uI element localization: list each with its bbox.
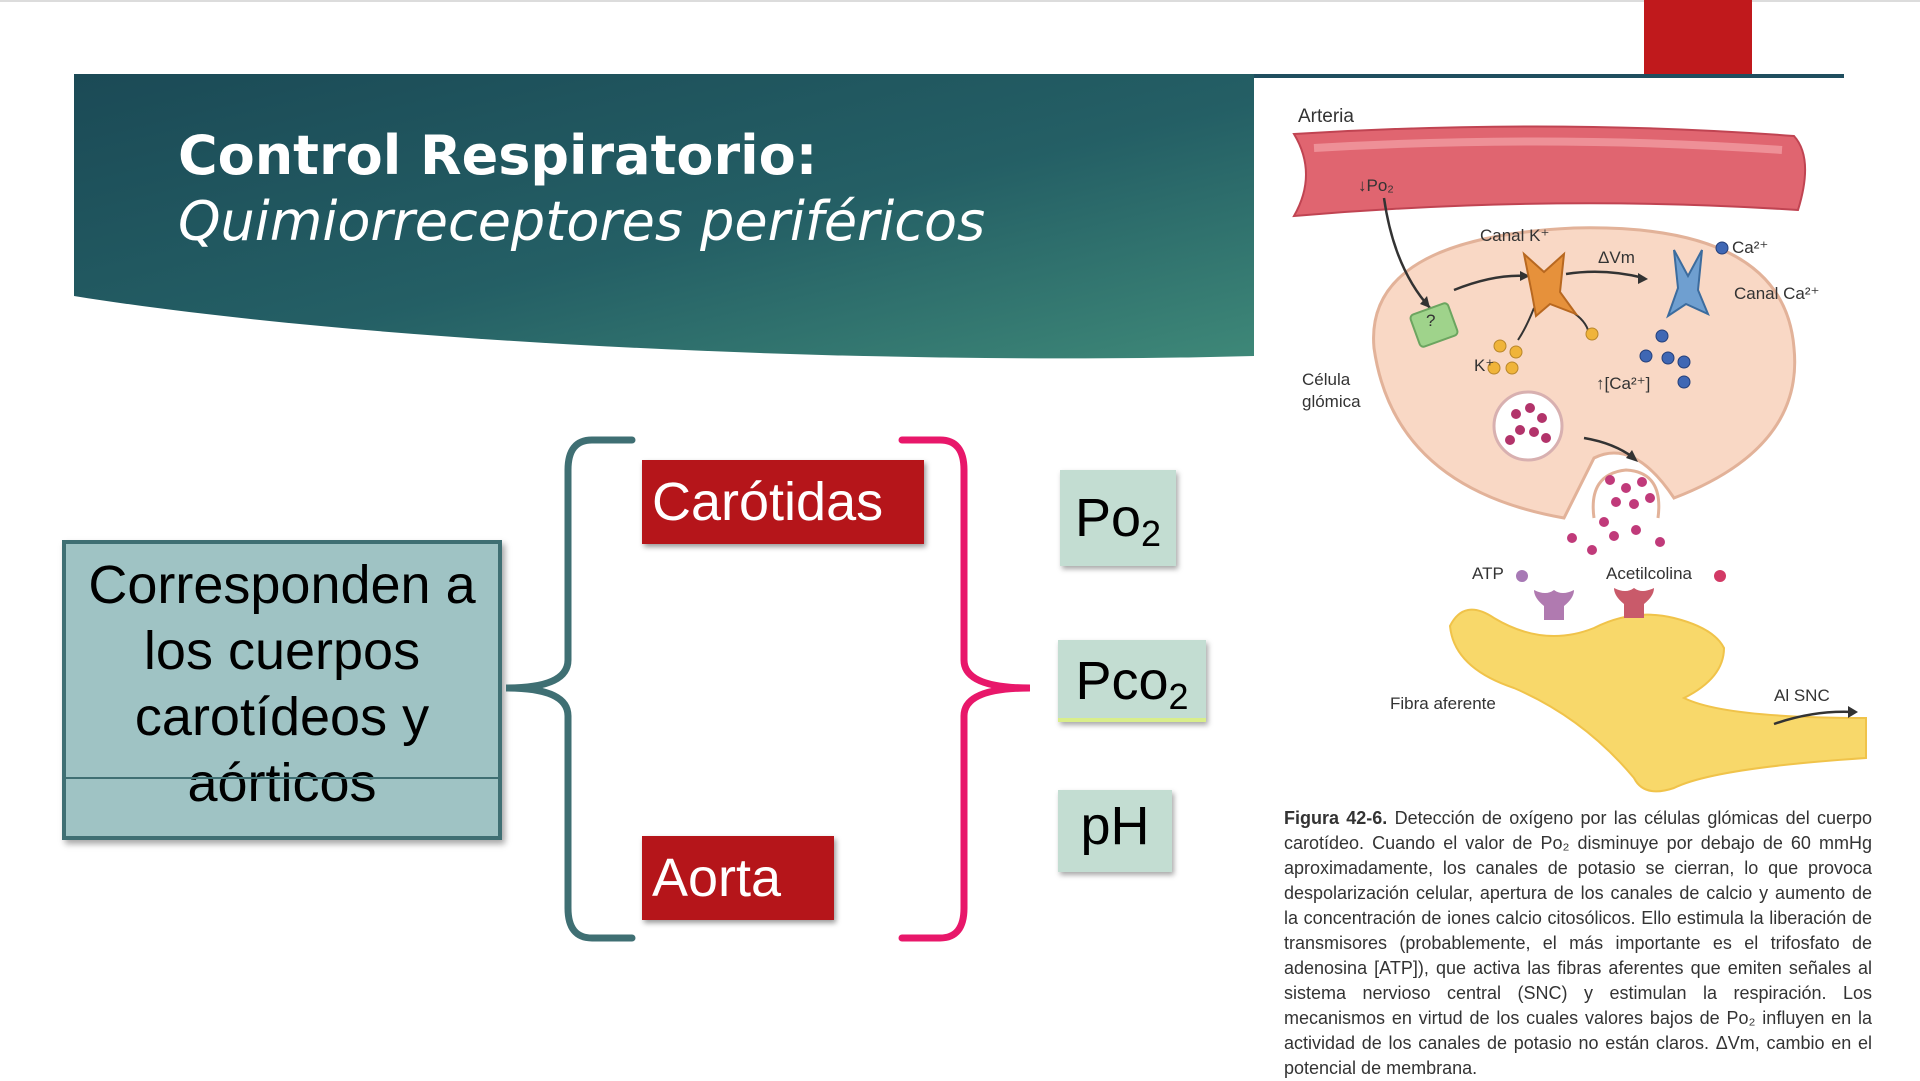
pco2-label: Pco2 xyxy=(1058,640,1206,722)
caption-text: Detección de oxígeno por las células gló… xyxy=(1284,808,1873,1078)
label-ca-conc: ↑[Ca²⁺] xyxy=(1596,374,1651,393)
banner-shape xyxy=(74,74,1254,359)
label-celula: Célula xyxy=(1302,370,1351,389)
left-brace xyxy=(505,436,636,942)
label-fibra: Fibra aferente xyxy=(1390,694,1496,713)
title-banner: Control Respiratorio: Quimiorreceptores … xyxy=(74,74,1254,360)
red-corner-tab xyxy=(1644,0,1752,78)
label-po2: ↓Po₂ xyxy=(1358,176,1394,195)
figure-illustration xyxy=(1292,125,1867,793)
definition-text: Corresponden a los cuerpos carotídeos y … xyxy=(88,555,476,813)
top-border-line xyxy=(0,0,1920,2)
unknown-sensor xyxy=(1409,302,1459,348)
label-snc: Al SNC xyxy=(1774,686,1830,705)
receptor-left xyxy=(1534,590,1574,620)
label-canal-ca: Canal Ca²⁺ xyxy=(1734,284,1820,303)
chemoreceptor-figure: Arteria ↓Po₂ Canal K⁺ ΔVm Ca²⁺ Canal Ca²… xyxy=(1254,78,1894,1078)
vesicle xyxy=(1492,390,1564,462)
label-k: K⁺ xyxy=(1474,356,1495,375)
carotidas-label: Carótidas xyxy=(642,460,924,544)
label-delta-vm: ΔVm xyxy=(1598,248,1635,267)
ph-label: pH xyxy=(1058,790,1172,872)
right-brace xyxy=(898,436,1031,942)
label-question: ? xyxy=(1426,311,1436,330)
label-arteria: Arteria xyxy=(1298,106,1354,127)
aorta-label: Aorta xyxy=(642,836,834,920)
potassium-channel-icon xyxy=(1522,251,1579,318)
pco2-sub: 2 xyxy=(1168,676,1189,717)
figure-caption: Figura 42-6. Detección de oxígeno por la… xyxy=(1284,806,1872,1081)
box-divider xyxy=(66,777,498,779)
label-ca: Ca²⁺ xyxy=(1732,238,1769,257)
slide-title: Control Respiratorio: xyxy=(178,124,818,187)
calcium-channel-icon xyxy=(1666,249,1710,319)
caption-label: Figura 42-6. xyxy=(1284,808,1388,828)
label-atp: ATP xyxy=(1472,564,1504,583)
po2-base: Po xyxy=(1074,488,1142,548)
pco2-base: Pco xyxy=(1075,651,1169,711)
afferent-fiber xyxy=(1448,608,1867,793)
label-acetilcolina: Acetilcolina xyxy=(1606,564,1692,583)
label-glomica: glómica xyxy=(1302,392,1361,411)
po2-sub: 2 xyxy=(1141,513,1162,554)
label-canal-k: Canal K⁺ xyxy=(1480,226,1550,245)
po2-label: Po2 xyxy=(1060,470,1176,566)
definition-box: Corresponden a los cuerpos carotídeos y … xyxy=(62,540,502,840)
receptor-right xyxy=(1614,588,1654,618)
slide-subtitle: Quimiorreceptores periféricos xyxy=(178,190,986,253)
artery-shape xyxy=(1292,125,1807,218)
